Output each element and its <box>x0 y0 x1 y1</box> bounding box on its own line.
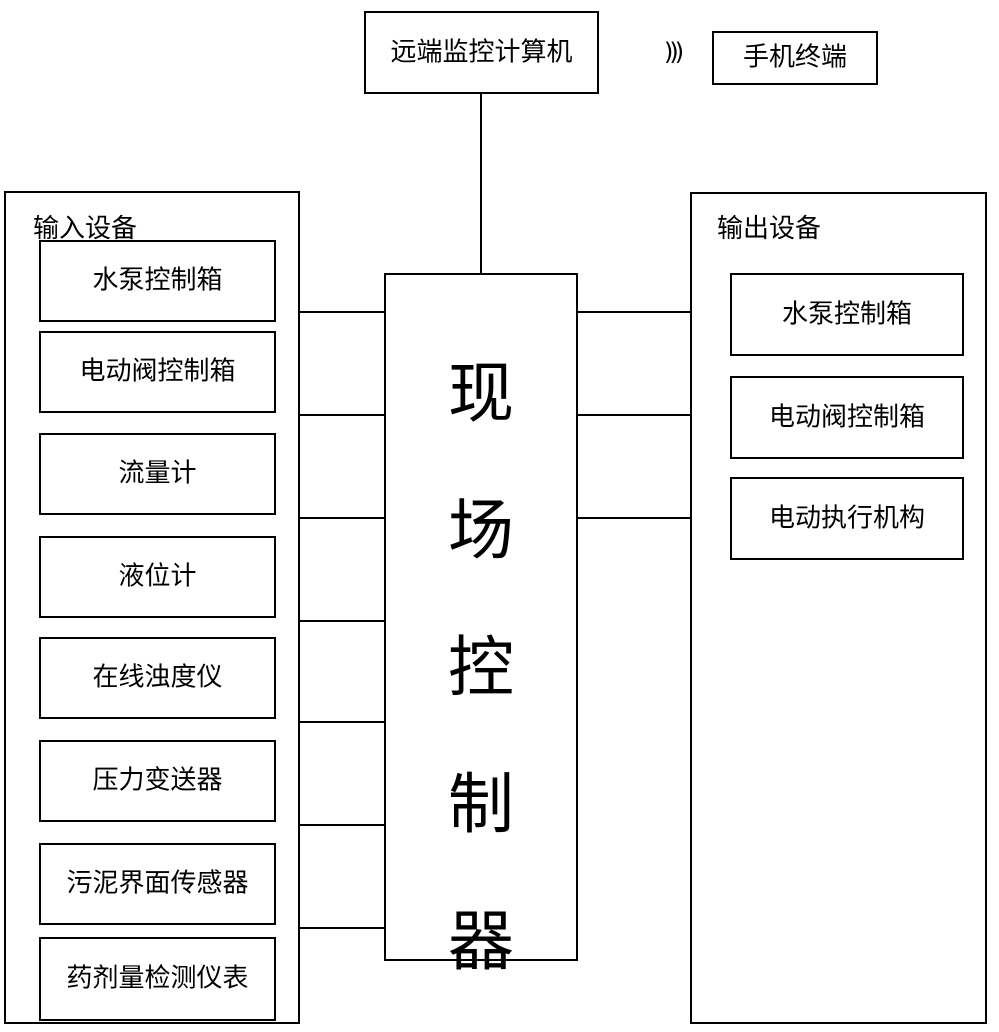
output-item-label: 电动阀控制箱 <box>768 401 925 432</box>
field-controller-box: 现 场 控 制 器 <box>384 273 578 980</box>
input-item-label: 污泥界面传感器 <box>66 868 249 899</box>
input-item-label: 压力变送器 <box>92 765 223 796</box>
input-item-turbidity-meter: 在线浊度仪 <box>39 637 276 719</box>
controller-char: 控 <box>448 629 514 706</box>
input-item-label: 药剂量检测仪表 <box>66 963 249 994</box>
input-item-label: 水泵控制箱 <box>92 265 223 296</box>
output-devices-title: 输出设备 <box>717 214 822 244</box>
input-item-level-meter: 液位计 <box>39 536 276 618</box>
input-item-valve-control-box: 电动阀控制箱 <box>39 331 276 413</box>
input-item-pressure-transmitter: 压力变送器 <box>39 740 276 822</box>
output-item-label: 水泵控制箱 <box>781 298 912 329</box>
remote-computer-label: 远端监控计算机 <box>390 36 573 67</box>
input-item-label: 在线浊度仪 <box>92 662 223 693</box>
input-item-label: 流量计 <box>118 458 197 489</box>
input-item-flowmeter: 流量计 <box>39 433 276 515</box>
input-item-pump-control-box: 水泵控制箱 <box>39 240 276 322</box>
remote-computer-box: 远端监控计算机 <box>364 11 599 94</box>
controller-char: 器 <box>448 903 514 980</box>
field-controller-label: 现 场 控 制 器 <box>386 325 576 1010</box>
controller-char: 制 <box>448 766 514 843</box>
output-item-valve-control-box: 电动阀控制箱 <box>730 376 964 459</box>
output-item-pump-control-box: 水泵控制箱 <box>730 273 964 356</box>
output-item-electric-actuator: 电动执行机构 <box>730 477 964 560</box>
controller-char: 场 <box>448 492 514 569</box>
wireless-signal-icon: ))) <box>664 38 684 66</box>
input-item-label: 电动阀控制箱 <box>79 356 236 387</box>
input-item-label: 液位计 <box>118 561 197 592</box>
input-item-dosage-meter: 药剂量检测仪表 <box>39 937 276 1021</box>
mobile-terminal-box: 手机终端 <box>712 31 878 85</box>
output-item-label: 电动执行机构 <box>768 502 925 533</box>
input-item-sludge-interface-sensor: 污泥界面传感器 <box>39 843 276 925</box>
mobile-terminal-label: 手机终端 <box>742 42 847 73</box>
controller-char: 现 <box>448 355 514 432</box>
input-devices-title: 输入设备 <box>33 214 138 244</box>
